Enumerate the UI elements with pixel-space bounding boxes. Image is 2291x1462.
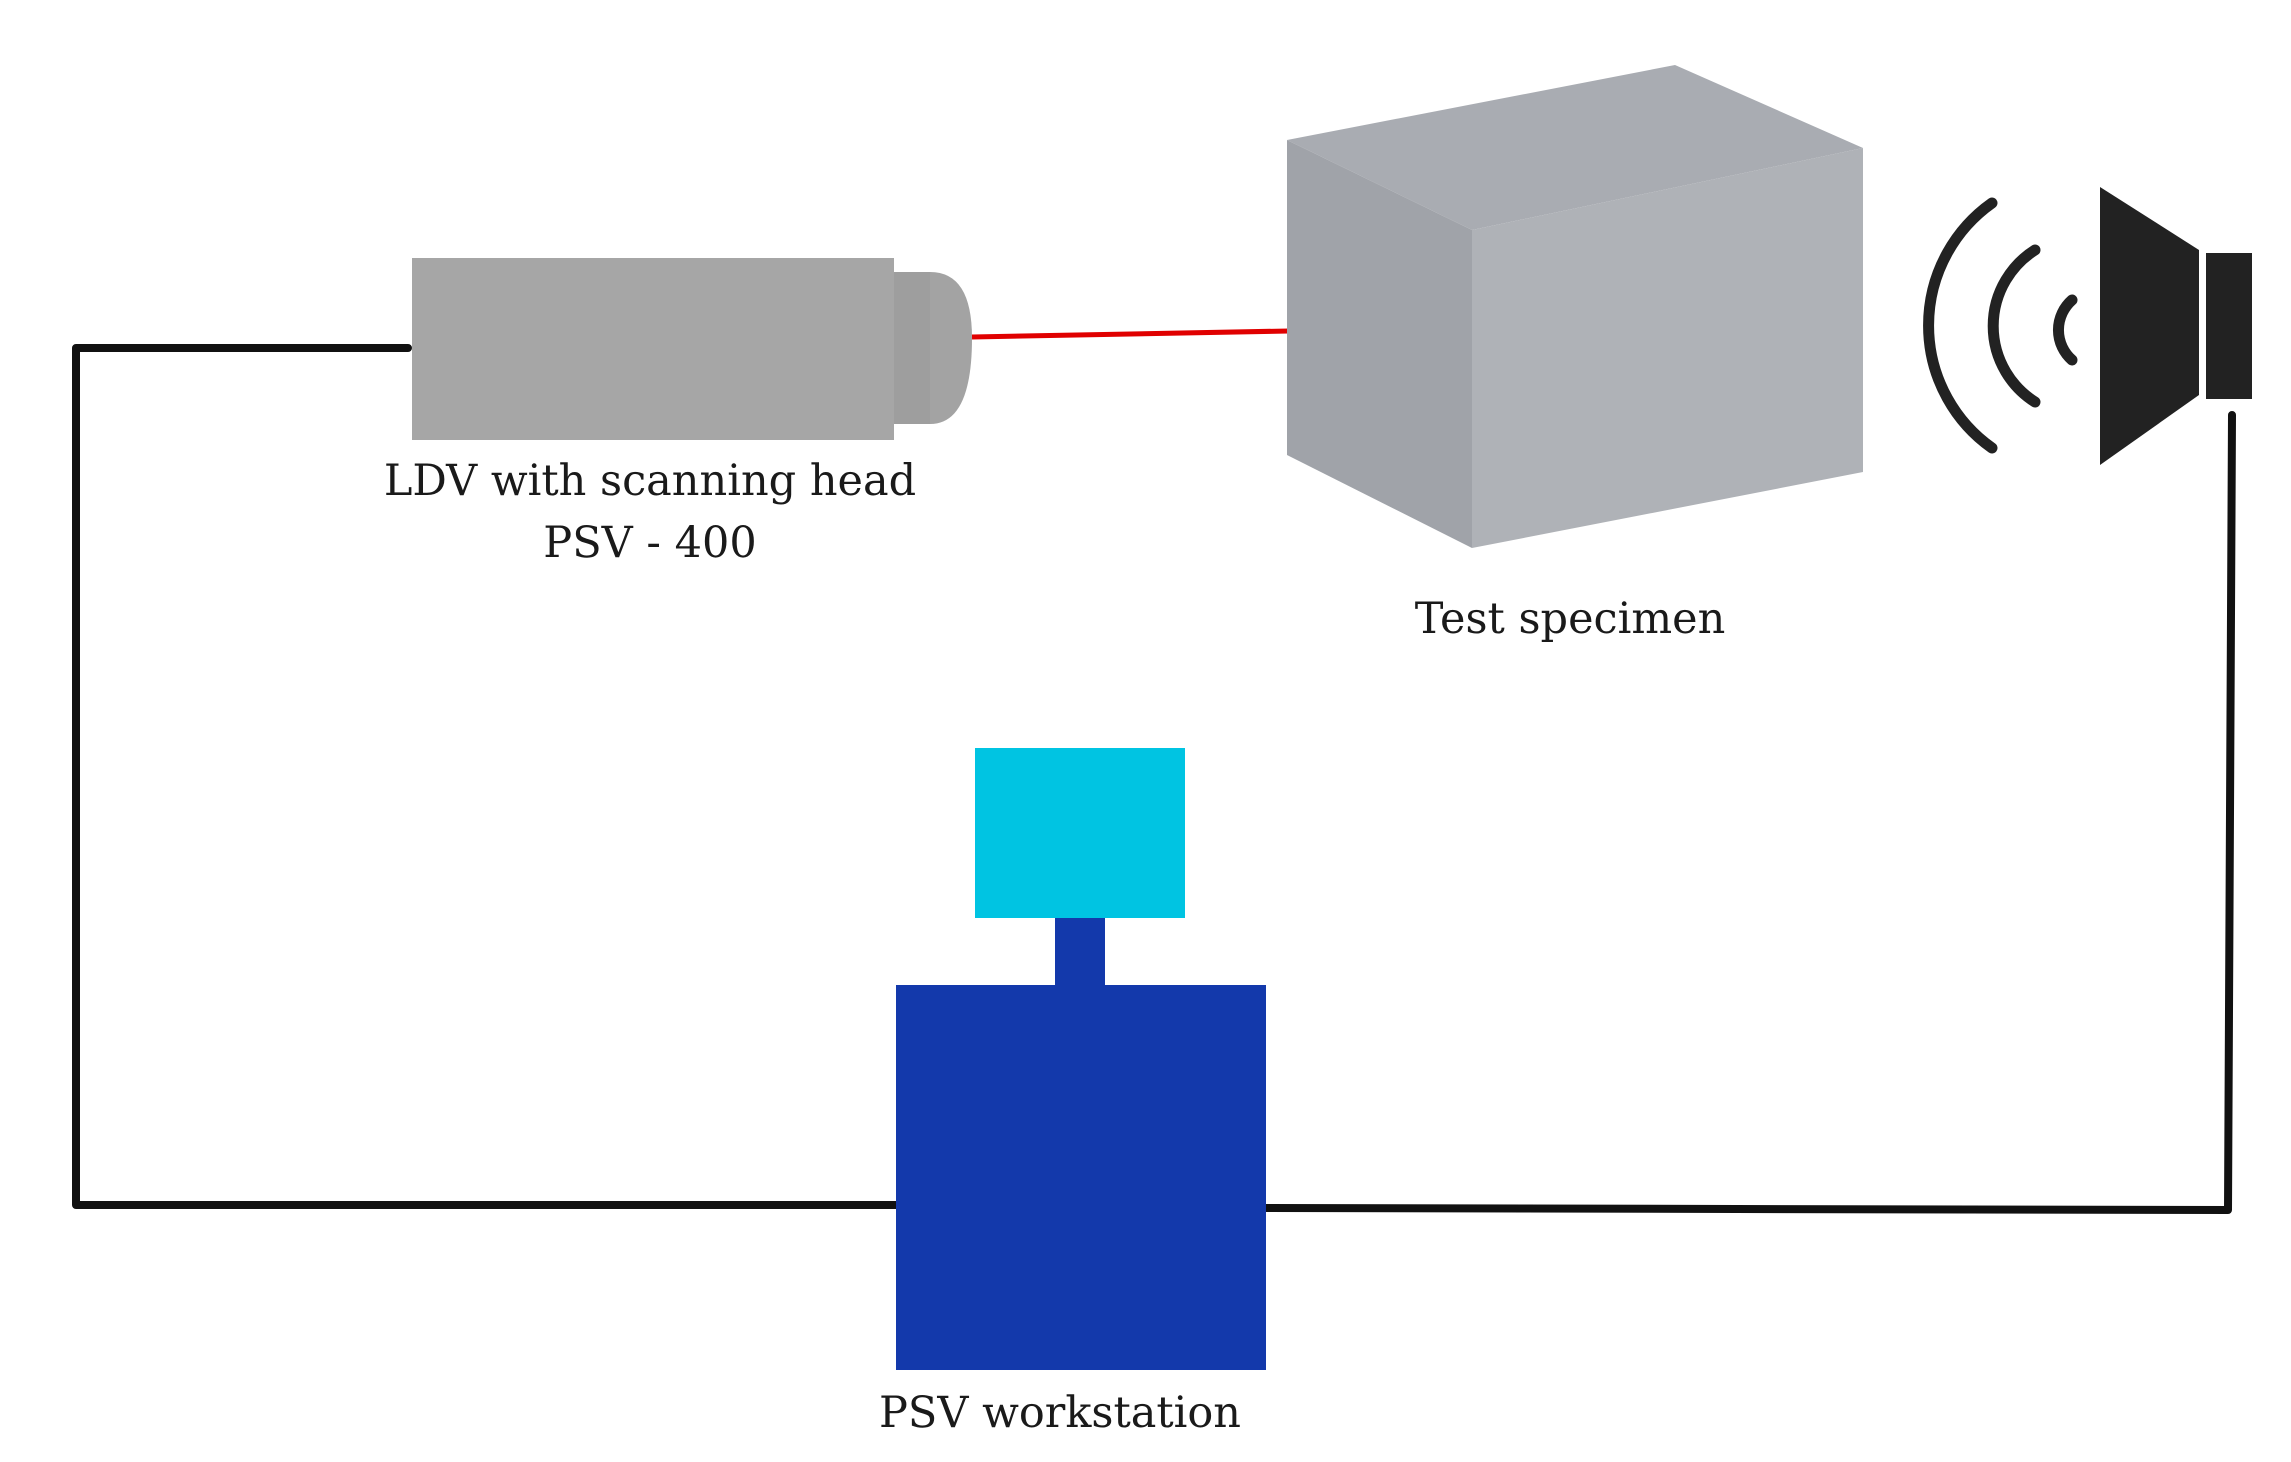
ldv-label-line2: PSV - 400 — [543, 518, 757, 568]
connection-wires — [72, 344, 2236, 1214]
ldv-scanning-head-icon — [412, 258, 972, 440]
monitor-icon — [975, 748, 1185, 918]
wire-ldv-to-workstation — [72, 344, 904, 1209]
ldv-label-line1: LDV with scanning head — [383, 456, 917, 506]
sound-waves-icon — [1923, 197, 2078, 454]
laser-beam-icon — [971, 327, 1341, 340]
ldv-label: LDV with scanning head PSV - 400 — [360, 450, 940, 574]
specimen-label: Test specimen — [1414, 594, 1726, 644]
wire-workstation-to-speaker — [1258, 411, 2236, 1214]
loudspeaker-icon — [2100, 187, 2252, 465]
test-specimen-box-icon — [1287, 65, 1863, 548]
workstation-tower-icon — [896, 918, 1266, 1370]
workstation-label: PSV workstation — [878, 1388, 1241, 1438]
